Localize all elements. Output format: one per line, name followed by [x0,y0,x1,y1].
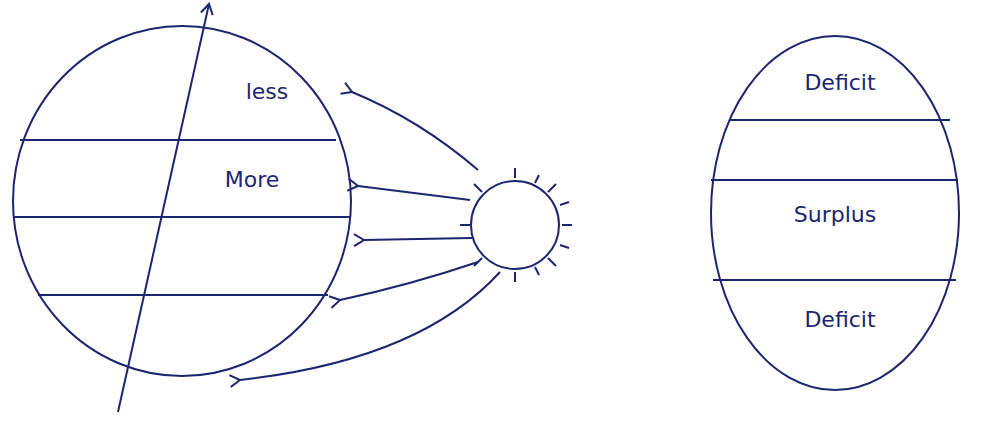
heat-balance-label: Surplus [791,202,879,227]
globe-outline [12,25,352,377]
latitude-lines [13,120,958,295]
sun-symbol [460,168,572,282]
insolation-label: less [243,79,292,104]
earth-globe: lessMore [12,25,352,377]
insolation-label: More [222,167,283,192]
heat-balance-label: Deficit [801,307,878,332]
heat-balance-label: Deficit [801,70,878,95]
earth-axis [118,4,209,412]
sun-rays [240,92,500,380]
heat-balance-globe: DeficitSurplusDeficit [710,35,960,391]
